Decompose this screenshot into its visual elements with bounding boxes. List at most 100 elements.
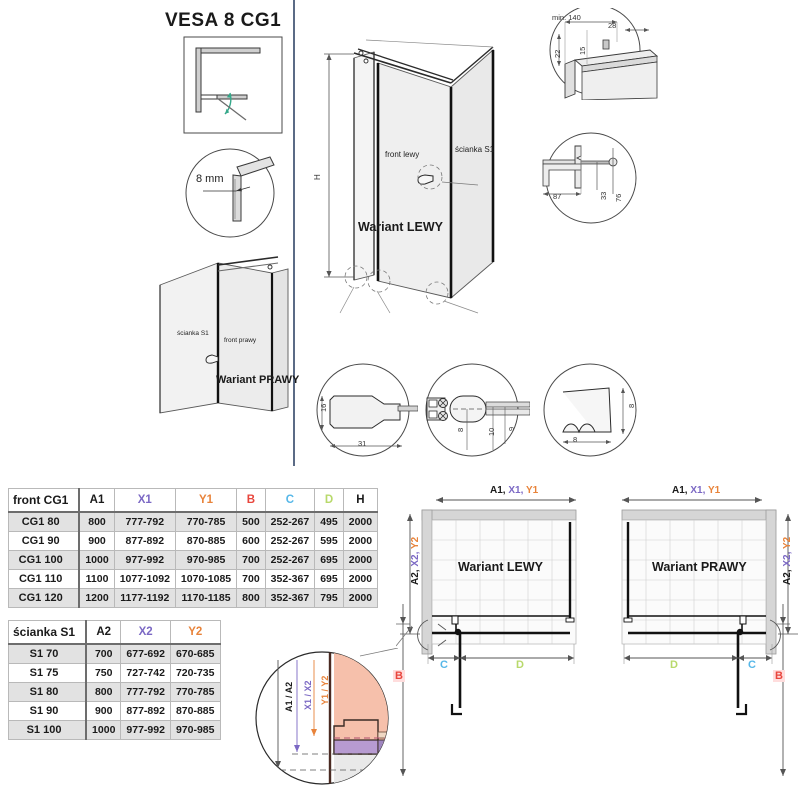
top-profile-detail bbox=[549, 8, 659, 100]
height-dimension-label: H bbox=[313, 174, 322, 180]
elevation-left-c-label: C bbox=[440, 659, 448, 671]
page-title: VESA 8 CG1 bbox=[165, 10, 282, 31]
detail-min140-label: min. 140 bbox=[552, 13, 581, 22]
cell-h: 2000 bbox=[342, 569, 379, 589]
cell-y1: 1070-1085 bbox=[174, 569, 238, 589]
cell-a2: 750 bbox=[85, 663, 122, 683]
cell-name: CG1 120 bbox=[8, 588, 81, 608]
cell-h: 2000 bbox=[342, 511, 379, 532]
cell-y2: 870-885 bbox=[169, 701, 221, 721]
detail-10-label: 10 bbox=[487, 427, 496, 436]
section-divider bbox=[293, 0, 295, 466]
section-y-label: Y1 / Y2 bbox=[320, 675, 330, 705]
cell-c: 252-267 bbox=[264, 511, 316, 532]
table-row: S1 80 800 777-792 770-785 bbox=[8, 682, 221, 702]
cell-name: CG1 110 bbox=[8, 569, 81, 589]
dim-y2-label: Y2 bbox=[410, 536, 421, 550]
table-row: S1 75 750 727-742 720-735 bbox=[8, 663, 221, 683]
elevation-left-title: Wariant LEWY bbox=[458, 560, 543, 574]
table-header-row: front CG1 A1 X1 Y1 B C D H bbox=[8, 488, 379, 513]
cell-x1: 877-892 bbox=[113, 531, 176, 551]
cell-c: 352-367 bbox=[264, 569, 316, 589]
cell-a1: 1000 bbox=[78, 550, 115, 570]
col-header-h: H bbox=[342, 488, 379, 513]
cell-a1: 1200 bbox=[78, 588, 115, 608]
dim-a1-label: A1, bbox=[490, 485, 506, 496]
dim-a1-label: A1, bbox=[672, 485, 688, 496]
cell-name: CG1 80 bbox=[8, 511, 81, 532]
cell-y1: 770-785 bbox=[174, 511, 238, 532]
table-header-row: ścianka S1 A2 X2 Y2 bbox=[8, 620, 221, 645]
cell-x2: 877-892 bbox=[120, 701, 171, 721]
table-row: CG1 110 1100 1077-1092 1070-1085 700 352… bbox=[8, 569, 379, 589]
section-x-label: X1 / X2 bbox=[303, 680, 313, 710]
detail-9-label: 9 bbox=[507, 426, 516, 431]
cell-d: 495 bbox=[314, 511, 344, 532]
b-dimension-left bbox=[396, 604, 410, 776]
detail-31-label: 31 bbox=[358, 439, 367, 448]
cell-b: 800 bbox=[236, 588, 266, 608]
cell-c: 252-267 bbox=[264, 550, 316, 570]
table-row: CG1 80 800 777-792 770-785 500 252-267 4… bbox=[8, 511, 379, 532]
detail-seal-width-label: 8 bbox=[573, 435, 578, 444]
detail-76-label: 76 bbox=[614, 193, 623, 202]
cell-x1: 977-992 bbox=[113, 550, 176, 570]
b-dimension-left-label: B bbox=[393, 670, 405, 682]
cell-name: S1 100 bbox=[8, 720, 88, 740]
cell-d: 695 bbox=[314, 550, 344, 570]
cell-h: 2000 bbox=[342, 550, 379, 570]
cell-d: 595 bbox=[314, 531, 344, 551]
bracket-detail bbox=[316, 363, 418, 457]
col-header-a1: A1 bbox=[78, 488, 115, 513]
table-row: S1 100 1000 977-992 970-985 bbox=[8, 720, 221, 740]
cell-h: 2000 bbox=[342, 588, 379, 608]
detail-8-label: 8 bbox=[456, 427, 465, 432]
cell-name: S1 80 bbox=[8, 682, 88, 702]
cell-y1: 1170-1185 bbox=[174, 588, 238, 608]
cell-a1: 900 bbox=[78, 531, 115, 551]
wall-profile-detail bbox=[542, 132, 637, 224]
col-header-b: B bbox=[236, 488, 266, 513]
b-dimension-right bbox=[776, 604, 790, 776]
cell-x1: 777-792 bbox=[113, 511, 176, 532]
cell-c: 352-367 bbox=[264, 588, 316, 608]
cell-y2: 770-785 bbox=[169, 682, 221, 702]
cell-x2: 977-992 bbox=[120, 720, 171, 740]
elevation-left-d-label: D bbox=[516, 659, 524, 671]
elevation-right-side-dim: A2, X2, Y2 bbox=[782, 537, 793, 585]
dim-y1-label: Y1 bbox=[707, 485, 721, 496]
cell-x2: 677-692 bbox=[120, 643, 171, 664]
iso-right-variant-title: Wariant PRAWY bbox=[216, 374, 300, 386]
dim-x2-label: X2, bbox=[782, 551, 793, 567]
cell-b: 500 bbox=[236, 511, 266, 532]
detail-22-label: 22 bbox=[553, 49, 562, 58]
col-header-y1: Y1 bbox=[174, 488, 238, 513]
cell-x2: 727-742 bbox=[120, 663, 171, 683]
dim-y1-label: Y1 bbox=[525, 485, 539, 496]
cell-a2: 800 bbox=[85, 682, 122, 702]
cell-y2: 720-735 bbox=[169, 663, 221, 683]
elevation-right-d-label: D bbox=[670, 659, 678, 671]
cell-name: CG1 100 bbox=[8, 550, 81, 570]
cell-name: CG1 90 bbox=[8, 531, 81, 551]
cell-b: 600 bbox=[236, 531, 266, 551]
cell-h: 2000 bbox=[342, 531, 379, 551]
col-header-x1: X1 bbox=[113, 488, 176, 513]
iso-left-front-label: front lewy bbox=[385, 150, 420, 159]
col-header-x2: X2 bbox=[120, 620, 171, 645]
dim-x1-label: X1, bbox=[508, 485, 524, 496]
col-header-d: D bbox=[314, 488, 344, 513]
table-row: CG1 120 1200 1177-1192 1170-1185 800 352… bbox=[8, 588, 379, 608]
detail-16-label: 16 bbox=[319, 403, 328, 412]
cell-y1: 870-885 bbox=[174, 531, 238, 551]
detail-33-label: 33 bbox=[599, 191, 608, 200]
cell-name: S1 75 bbox=[8, 663, 88, 683]
elevation-right-c-label: C bbox=[748, 659, 756, 671]
cell-x2: 777-792 bbox=[120, 682, 171, 702]
dim-a2-label: A2, bbox=[410, 569, 421, 585]
table-row: S1 90 900 877-892 870-885 bbox=[8, 701, 221, 721]
cell-name: S1 70 bbox=[8, 643, 88, 664]
glass-thickness-label: 8 mm bbox=[196, 173, 224, 185]
elevation-right-top-dim: A1, X1, Y1 bbox=[672, 485, 720, 496]
cell-x1: 1077-1092 bbox=[113, 569, 176, 589]
